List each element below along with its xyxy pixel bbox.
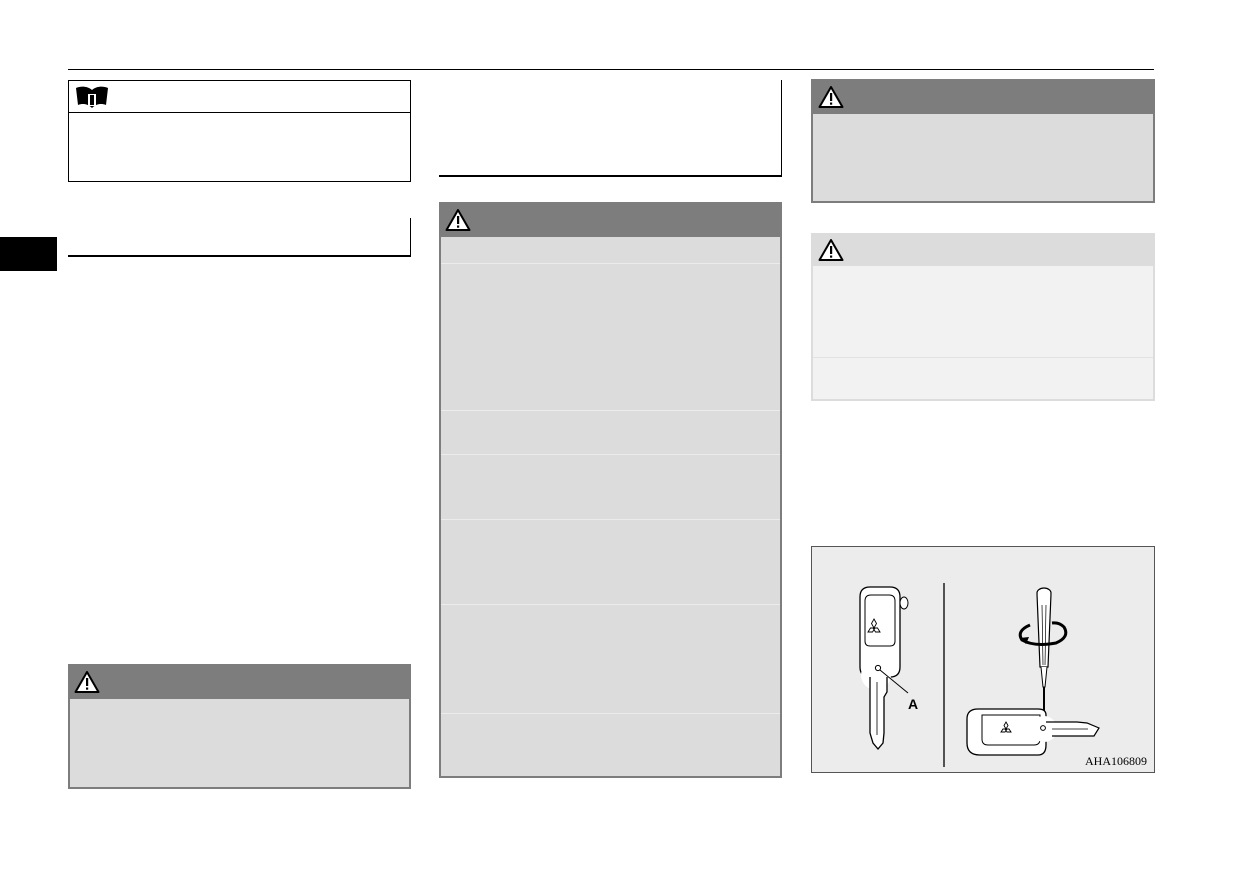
rotate-arrow-icon — [1018, 621, 1068, 646]
chapter-tab — [0, 237, 57, 271]
note-box — [68, 80, 411, 182]
warning-triangle-icon — [818, 86, 844, 108]
warning-header — [813, 81, 1153, 114]
warning-box-middle — [439, 202, 782, 778]
open-book-icon — [76, 86, 108, 108]
warning-triangle-icon — [74, 671, 100, 693]
section-heading-middle — [439, 80, 782, 177]
warning-item-divider — [441, 604, 780, 605]
warning-item-divider — [441, 410, 780, 411]
figure-illustration — [859, 583, 1100, 767]
top-rule — [68, 69, 1154, 70]
caution-box — [811, 233, 1155, 401]
caution-header — [813, 235, 1153, 266]
note-header — [69, 81, 410, 113]
caution-item-divider — [813, 357, 1153, 358]
warning-item-divider — [441, 519, 780, 520]
key-battery-figure: A AHA106809 — [811, 546, 1155, 773]
figure-code: AHA106809 — [1085, 754, 1147, 768]
warning-triangle-icon — [445, 209, 471, 231]
warning-box-left — [68, 664, 411, 789]
warning-header — [70, 666, 409, 699]
three-diamond-logo-icon — [1000, 721, 1012, 733]
warning-item-divider — [441, 454, 780, 455]
section-heading-left — [68, 218, 411, 257]
three-diamond-logo-icon — [867, 618, 881, 633]
warning-triangle-icon — [818, 239, 844, 261]
screwdriver-icon — [1036, 587, 1052, 715]
warning-box-right — [811, 79, 1155, 203]
figure-callout-label: A — [908, 696, 919, 712]
warning-item-divider — [441, 713, 780, 714]
warning-item-divider — [441, 263, 780, 264]
warning-header — [441, 204, 780, 237]
remote-key-icon — [966, 708, 1100, 756]
remote-key-icon — [859, 586, 909, 751]
